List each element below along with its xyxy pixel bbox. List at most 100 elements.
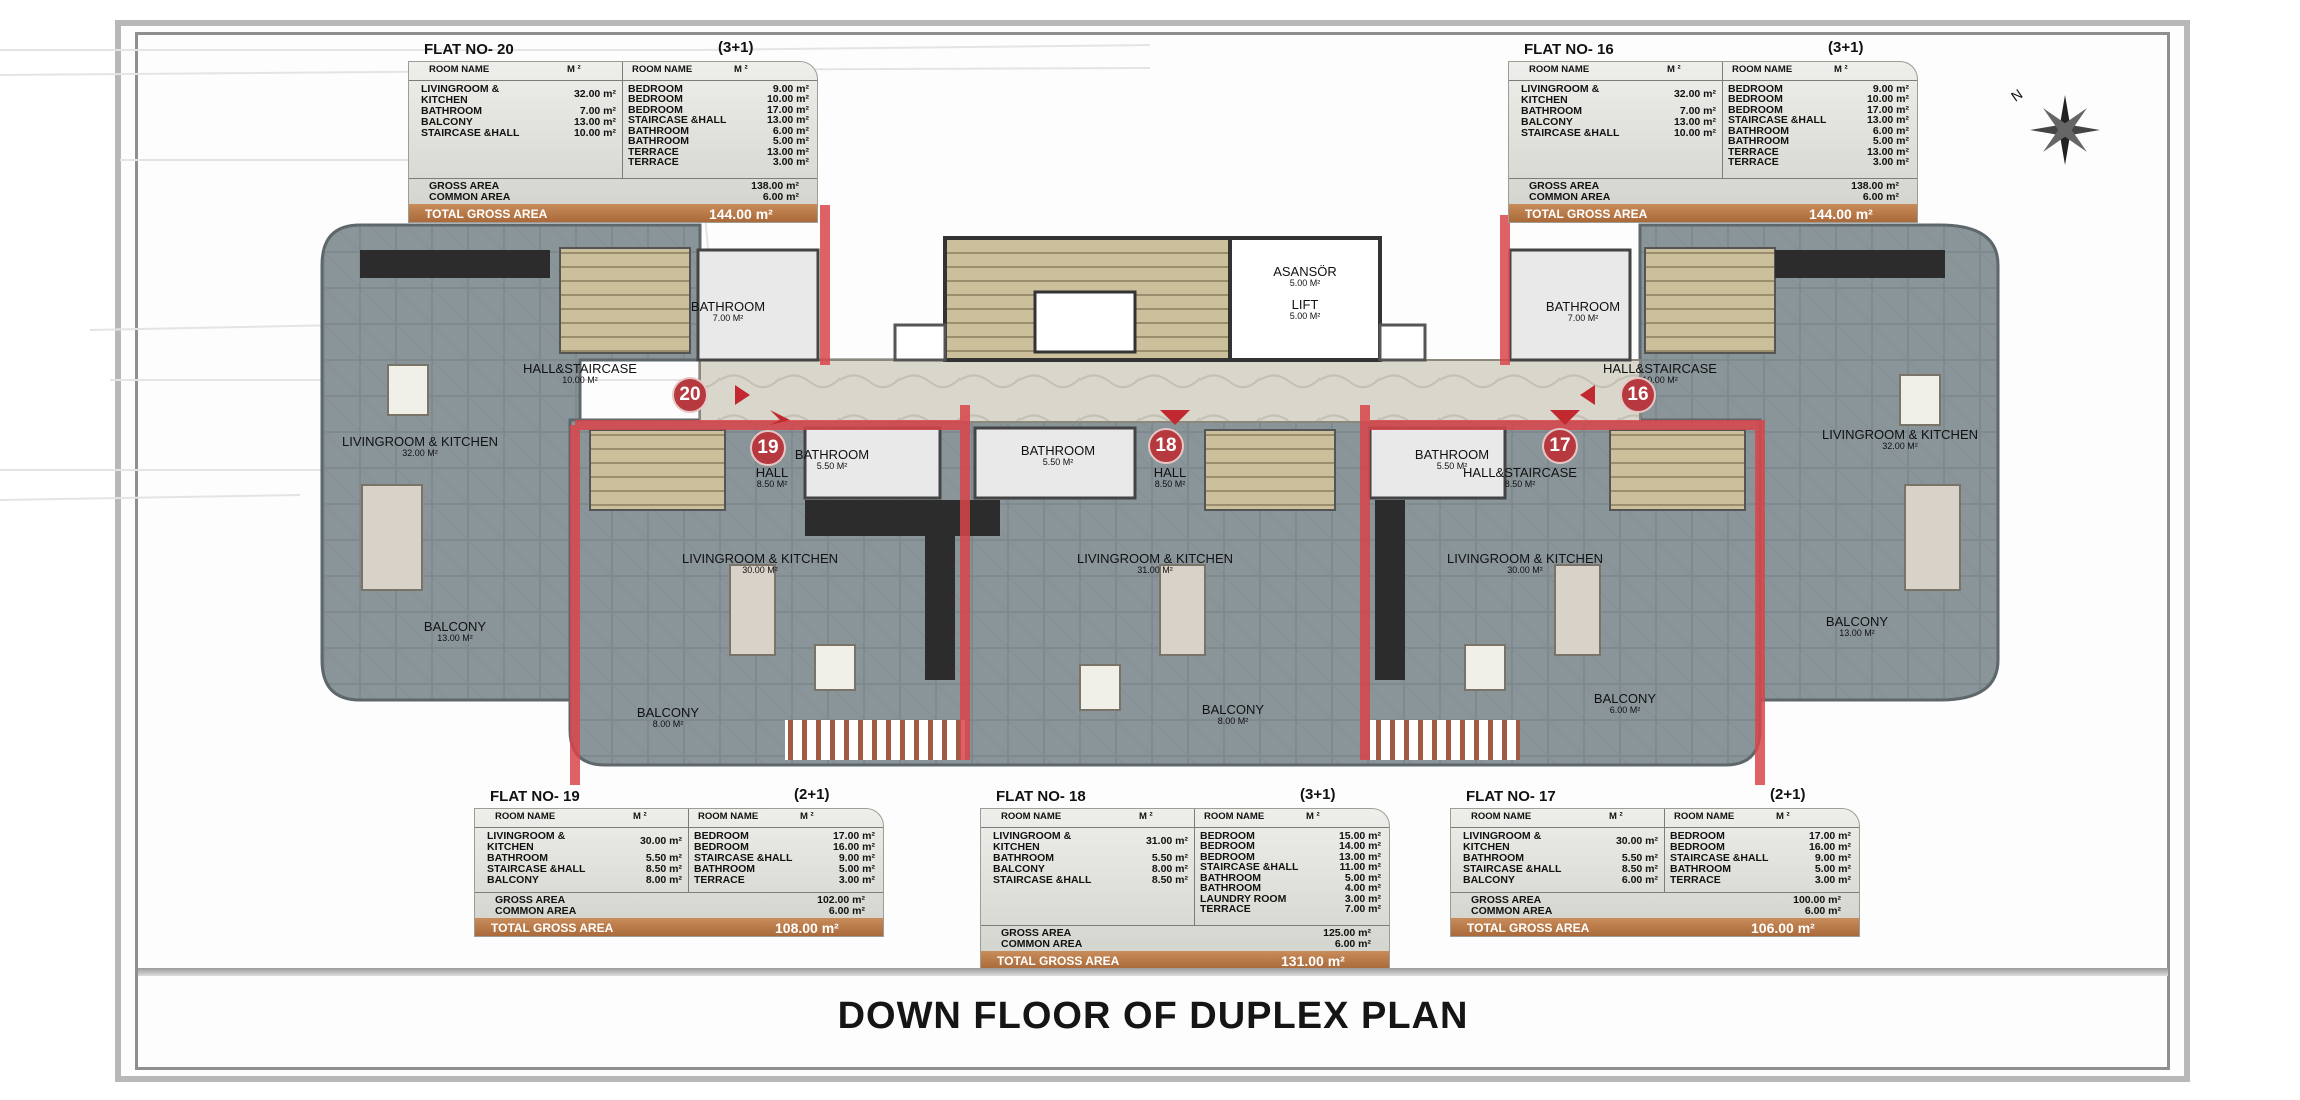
column-header-m2: M ²	[734, 64, 748, 75]
room-row-name: BATHROOM	[1521, 105, 1583, 117]
room-name: HALL&STAIRCASE	[1603, 361, 1717, 376]
common-area-value: 6.00 m²	[1804, 905, 1841, 917]
room-row-name: BATHROOM	[1728, 124, 1790, 137]
summary-divider	[1451, 892, 1859, 893]
kitchen-counter-flat-18	[925, 500, 955, 680]
room-row-area: 13.00 m²	[573, 116, 616, 128]
gross-area-label: GROSS AREA	[495, 894, 566, 906]
room-name: BATHROOM	[794, 447, 870, 462]
total-gross-area-label: TOTAL GROSS AREA	[491, 921, 614, 935]
total-gross-area-value: 144.00 m²	[1809, 206, 1873, 222]
room-row-area: 8.00 m²	[645, 874, 682, 886]
room-row-name: STAIRCASE &HALL	[1463, 863, 1562, 875]
bathroom-flat-16	[1508, 248, 1632, 362]
column-header-m2: M ²	[1834, 64, 1848, 75]
bathroom-flat-18	[973, 426, 1137, 500]
room-row-area: 14.00 m²	[1338, 840, 1381, 853]
entrance-arrows	[735, 385, 1595, 425]
railing-flat-17	[1370, 720, 1520, 760]
core-lift-label: LIFT 5.00 m²	[1255, 297, 1355, 322]
flat-type: (2+1)	[1770, 786, 1806, 803]
room-row-name: TERRACE	[1200, 903, 1251, 916]
room-area: 5.50 m²	[816, 461, 848, 472]
room-area: 8.50 m²	[1154, 479, 1186, 490]
room-row-area: 3.00 m²	[1872, 156, 1909, 169]
room-row-area: 6.00 m²	[772, 124, 809, 137]
room-row-name: STAIRCASE &HALL	[421, 127, 520, 139]
flat-boundaries	[570, 205, 1765, 785]
column-header-room: ROOM NAME	[1001, 811, 1062, 822]
room-row-name: BATHROOM	[1728, 135, 1790, 148]
flat-title: FLAT NO- 19	[490, 788, 580, 805]
room-area: 7.00 m²	[1567, 313, 1599, 324]
room-name: LIVINGROOM & KITCHEN	[1821, 427, 1979, 442]
room-row-name: STAIRCASE &HALL	[487, 863, 586, 875]
flat-title: FLAT NO- 20	[424, 41, 514, 58]
room-area: 32.00 m²	[1882, 441, 1918, 452]
room-name: BALCONY	[636, 705, 700, 720]
title-divider	[138, 968, 2168, 976]
room-row-name: TERRACE	[628, 156, 679, 169]
room-row-area: 13.00 m²	[1866, 114, 1909, 127]
room-row-area: 13.00 m²	[766, 145, 809, 158]
gross-area-label: GROSS AREA	[1529, 180, 1600, 192]
room-row-name: BATHROOM	[487, 852, 549, 864]
room-row-name: BATHROOM	[1200, 871, 1262, 884]
room-row-area: 32.00 m²	[1673, 88, 1716, 100]
room-row-area: 30.00 m²	[1615, 835, 1658, 847]
room-row-area: 8.50 m²	[645, 863, 682, 875]
room-row-name: BEDROOM	[1200, 830, 1255, 842]
room-row-area: 30.00 m²	[639, 835, 682, 847]
room-row-area: 8.50 m²	[1151, 874, 1188, 886]
kitchen-counter-flat-17	[1375, 500, 1405, 680]
column-divider	[688, 809, 689, 892]
room-row-area: 4.00 m²	[1344, 882, 1381, 895]
room-row-name: BEDROOM	[1670, 841, 1725, 853]
column-header-m2: M ²	[800, 811, 814, 822]
header-divider	[1451, 827, 1859, 828]
room-area: 10.00 m²	[1642, 375, 1678, 386]
common-area-value: 6.00 m²	[828, 905, 865, 917]
room-row-area: 9.00 m²	[772, 83, 809, 95]
room-row-area: 17.00 m²	[832, 830, 875, 842]
flat-number-badge: 17	[1542, 428, 1578, 464]
room-row-name: STAIRCASE &HALL	[694, 852, 793, 864]
room-row-area: 10.00 m²	[1673, 127, 1716, 139]
summary-divider	[475, 892, 883, 893]
room-row-area: 8.50 m²	[1621, 863, 1658, 875]
flat-type: (3+1)	[718, 39, 754, 56]
room-row-name: TERRACE	[1670, 874, 1721, 886]
room-row-area: 9.00 m²	[838, 852, 875, 864]
total-gross-area-label: TOTAL GROSS AREA	[425, 207, 548, 221]
room-area: 13.00 m²	[437, 633, 473, 644]
room-row-name: LIVINGROOM &	[1521, 83, 1600, 95]
room-row-name: LIVINGROOM &	[993, 830, 1072, 842]
railing-flat-19	[785, 720, 965, 760]
room-area: 7.00 m²	[712, 313, 744, 324]
total-gross-area-value: 131.00 m²	[1281, 953, 1345, 969]
column-header-m2: M ²	[1139, 811, 1153, 822]
room-row-area: 5.00 m²	[772, 135, 809, 148]
kitchen-counter-flat-19	[805, 500, 1000, 536]
room-row-name: BATHROOM	[628, 124, 690, 137]
room-row-name: KITCHEN	[993, 841, 1040, 853]
room-row-area: 3.00 m²	[1814, 874, 1851, 886]
common-area-value: 6.00 m²	[1334, 938, 1371, 950]
room-name: BALCONY	[1593, 691, 1657, 706]
room-row-name: KITCHEN	[487, 841, 534, 853]
room-row-name: KITCHEN	[1521, 94, 1568, 106]
room-name: BALCONY	[1201, 702, 1265, 717]
column-header-room: ROOM NAME	[1674, 811, 1735, 822]
room-area: 30.00 m²	[742, 565, 778, 576]
